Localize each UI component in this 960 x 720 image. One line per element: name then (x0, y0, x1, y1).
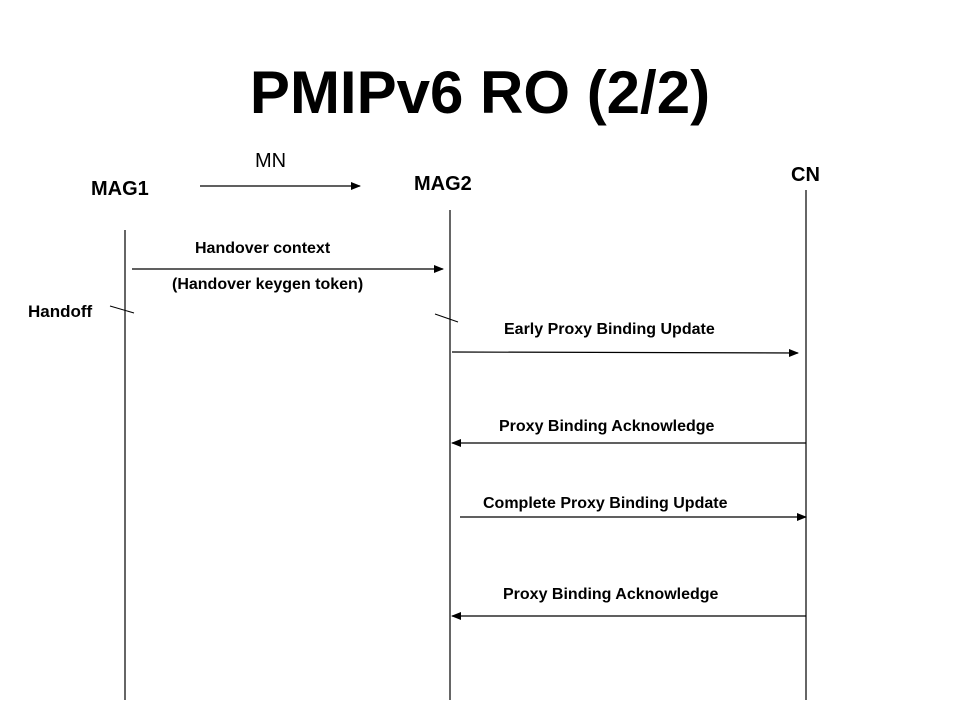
handoff-tick-mag1 (109, 305, 135, 314)
handover-context-label: Handover context (195, 240, 331, 257)
early-pbu-label: Early Proxy Binding Update (504, 321, 715, 338)
handoff-tick-mag2 (434, 313, 459, 323)
mag1-label: MAG1 (91, 178, 149, 200)
handoff-label: Handoff (28, 302, 93, 321)
pba-2-label: Proxy Binding Acknowledge (503, 586, 719, 603)
complete-pbu-label: Complete Proxy Binding Update (483, 495, 728, 512)
early-pbu-arrow (451, 348, 799, 357)
slide-title: PMIPv6 RO (2/2) (249, 59, 711, 126)
mn-label: MN (255, 150, 287, 172)
mag2-label: MAG2 (414, 173, 472, 195)
cn-label: CN (791, 164, 820, 186)
handover-keygen-token-label: (Handover keygen token) (172, 276, 364, 293)
pba-1-label: Proxy Binding Acknowledge (499, 418, 715, 435)
